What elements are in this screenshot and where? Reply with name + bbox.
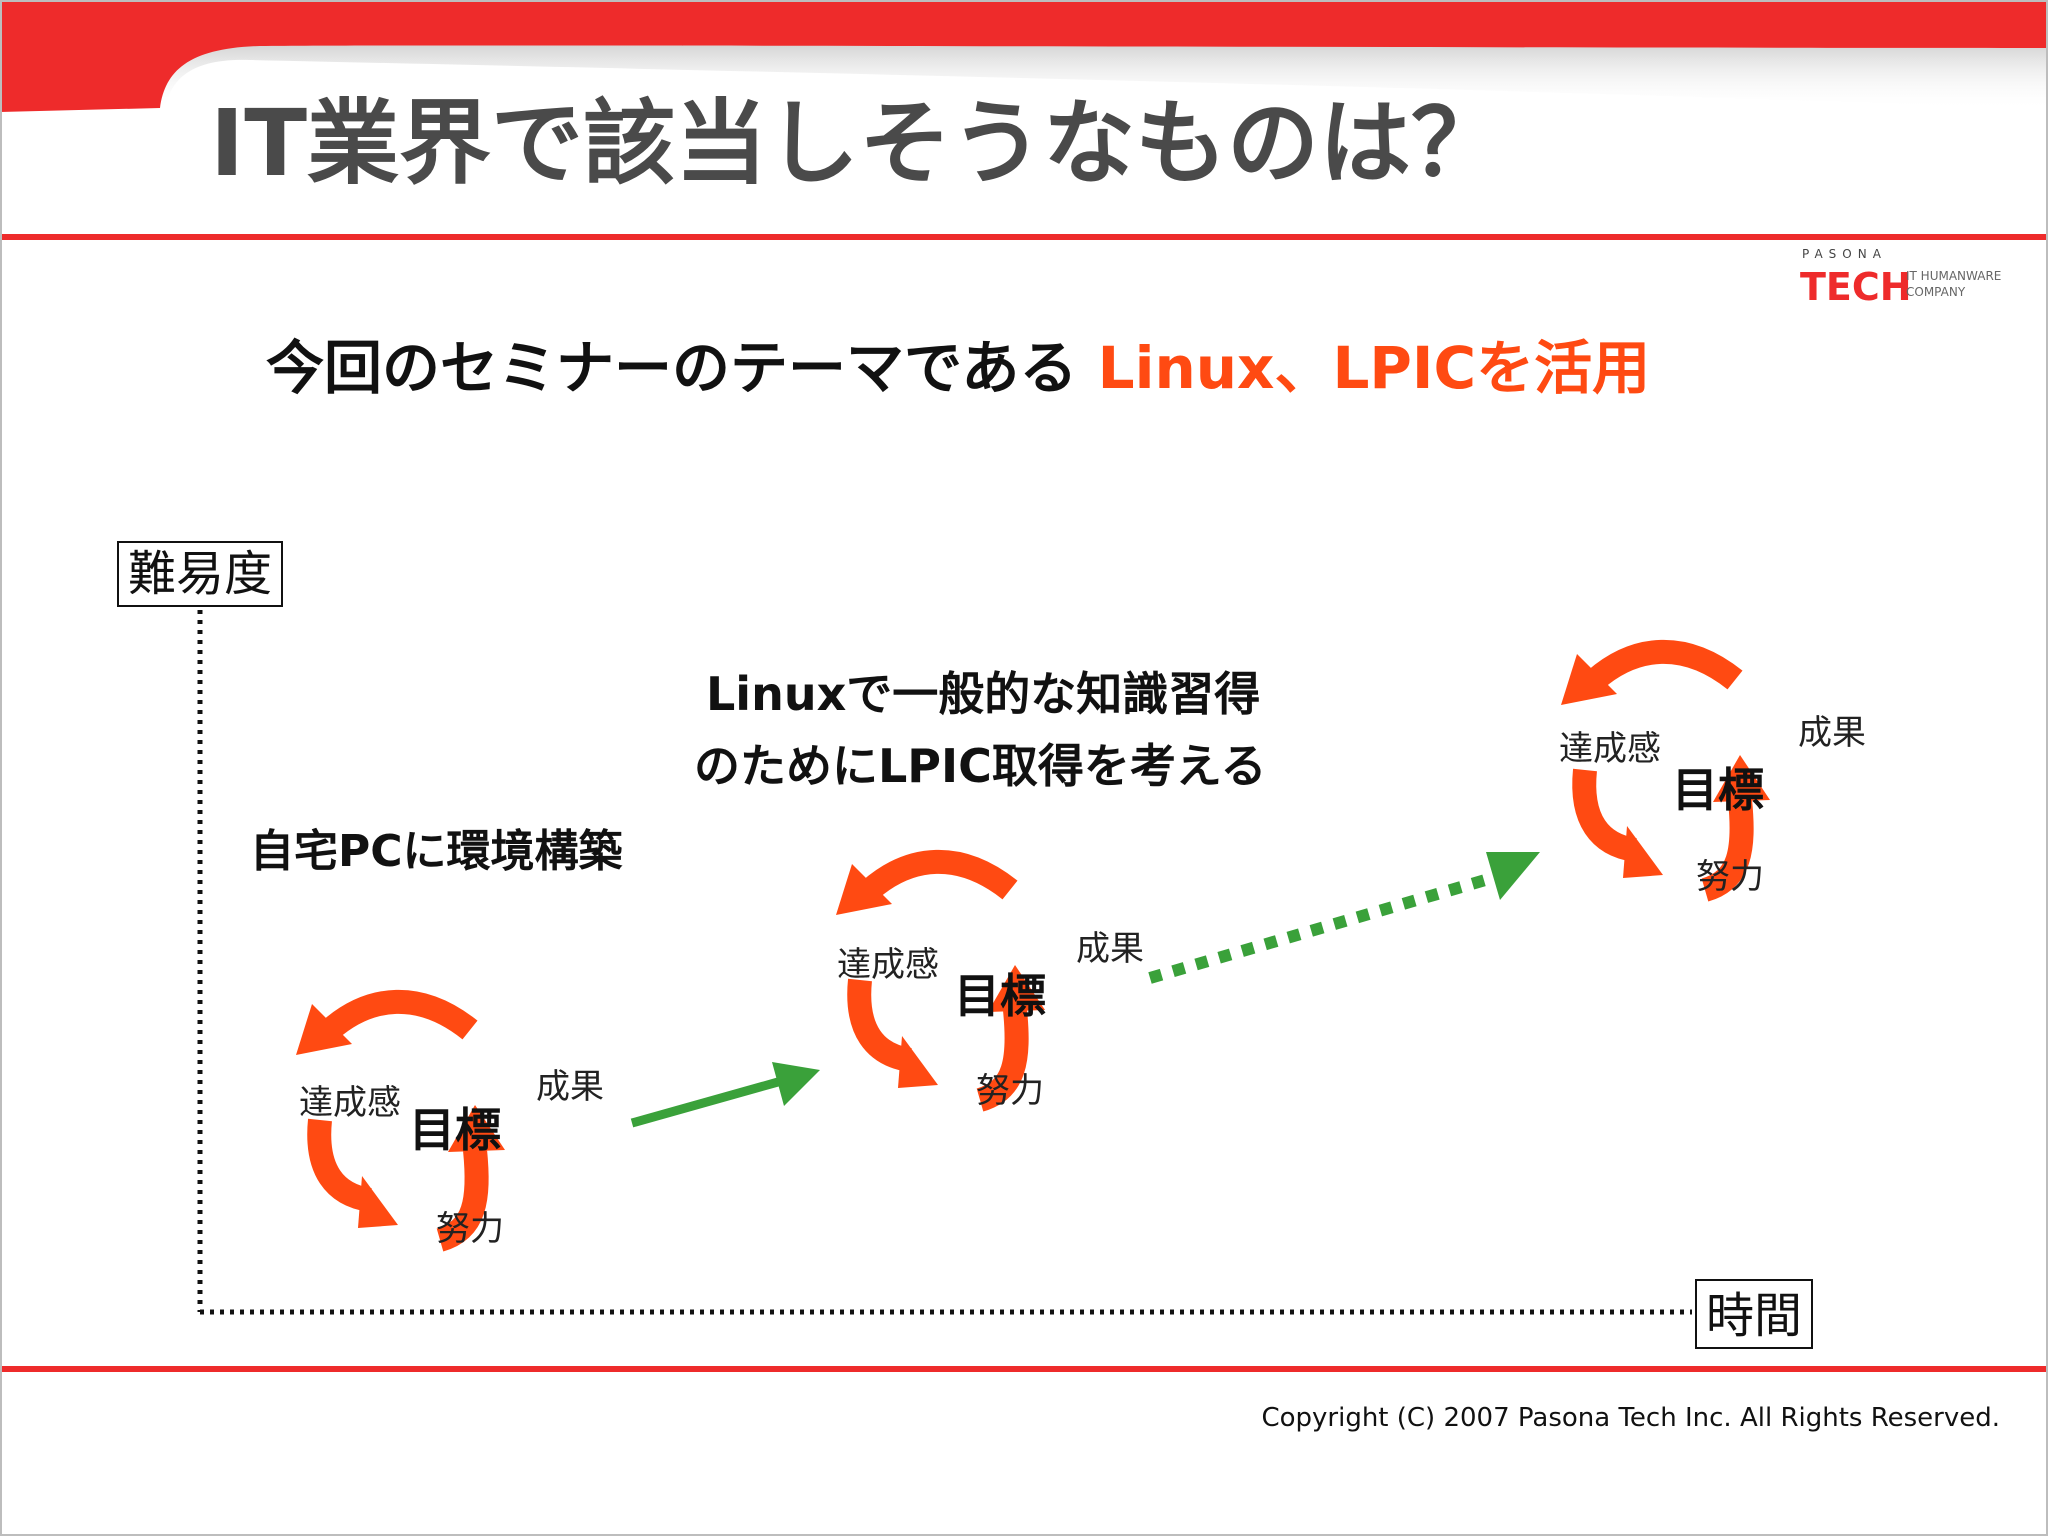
logo-tagline-1: IT HUMANWARE: [1906, 269, 2001, 283]
logo-brand-main: TECH: [1800, 265, 1912, 309]
green-arrow-dotted: [1148, 852, 1540, 984]
cycle-label-achievement: 達成感: [1559, 729, 1661, 769]
subtitle-black: 今回のセミナーのテーマである: [266, 334, 1077, 402]
goal-cycle-1: 達成感 成果 目標 努力: [296, 1002, 604, 1249]
cycle-label-result: 成果: [1076, 929, 1144, 969]
cycle-label-effort: 努力: [1696, 857, 1764, 897]
x-axis-label: 時間: [1706, 1288, 1802, 1344]
annotation-linux-line-1: Linuxで一般的な知識習得: [706, 667, 1260, 721]
cycle-center-goal: 目標: [409, 1103, 501, 1157]
goal-cycle-2: 達成感 成果 目標 努力: [836, 862, 1144, 1111]
footer-rule: [0, 1366, 2048, 1372]
cycle-label-achievement: 達成感: [299, 1083, 401, 1123]
logo-brand-top: PASONA: [1802, 247, 1887, 261]
slide-title: IT業界で該当しそうなものは？: [210, 90, 1503, 197]
subtitle-accent: Linux、LPICを活用: [1098, 334, 1650, 402]
cycle-label-result: 成果: [536, 1067, 604, 1107]
goal-cycle-3: 達成感 成果 目標 努力: [1559, 652, 1866, 897]
logo-tagline-2: COMPANY: [1906, 285, 1966, 299]
green-arrow-solid: [630, 1062, 820, 1128]
header-band: [0, 0, 2048, 240]
copyright: Copyright (C) 2007 Pasona Tech Inc. All …: [1261, 1403, 2000, 1433]
cycle-label-achievement: 達成感: [837, 945, 939, 985]
cycle-label-result: 成果: [1798, 713, 1866, 753]
cycle-label-effort: 努力: [436, 1209, 504, 1249]
slide-subtitle: 今回のセミナーのテーマである Linux、LPICを活用: [266, 334, 1650, 402]
annotation-linux-line-2: のためにLPIC取得を考える: [694, 739, 1267, 793]
company-logo: PASONA TECH IT HUMANWARE COMPANY: [1800, 247, 2001, 309]
annotation-home-env: 自宅PCに環境構築: [250, 826, 624, 877]
cycle-label-effort: 努力: [976, 1071, 1044, 1111]
cycle-center-goal: 目標: [1672, 763, 1764, 817]
axes: 難易度 時間: [117, 541, 1813, 1349]
cycle-center-goal: 目標: [954, 969, 1046, 1023]
y-axis-label: 難易度: [128, 546, 272, 602]
